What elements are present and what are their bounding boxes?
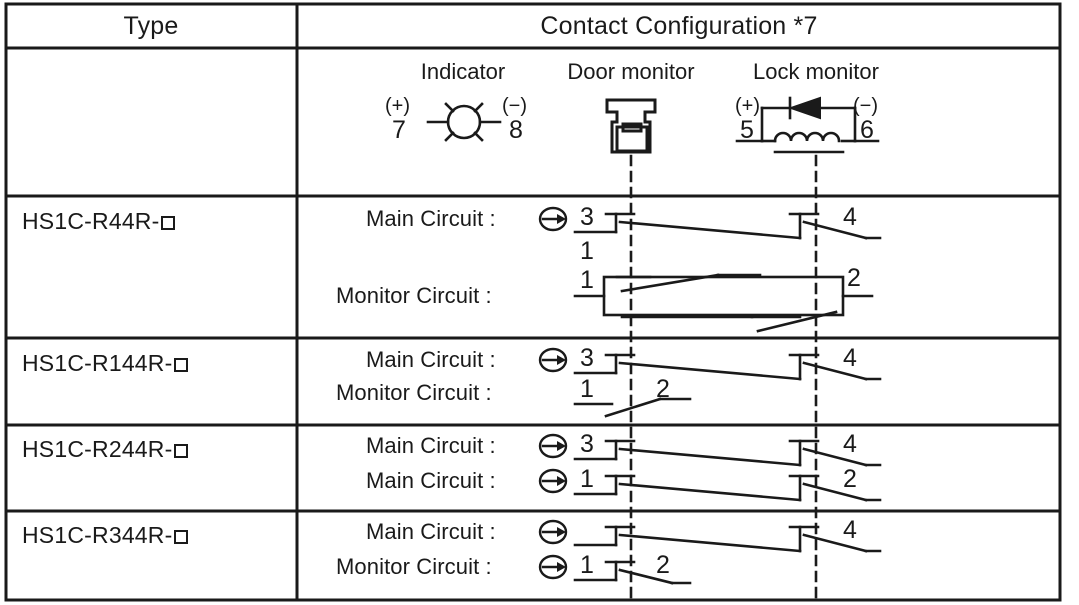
row3-main-circuit-label-1: Main Circuit :: [366, 433, 496, 458]
row1-main-circuit-contact: [573, 212, 882, 240]
type-model-label: HS1C-R344R-: [22, 522, 173, 548]
column-header-contact-configuration: Contact Configuration *7: [540, 12, 818, 40]
lock-monitor-plus-polarity: (+): [735, 95, 760, 117]
indicator-terminal-8: 8: [509, 116, 523, 144]
type-variant-box-icon: [174, 530, 189, 544]
table-grid: [4, 2, 1062, 602]
table-row: HS1C-R344R-: [22, 522, 189, 548]
row2-main-circuit-label: Main Circuit :: [366, 347, 496, 372]
row4-main-right-terminal: 4: [843, 516, 857, 544]
row2-monitor-circuit-label: Monitor Circuit :: [336, 380, 492, 405]
diode-triangle-icon: [787, 96, 821, 120]
direct-opening-action-icon: [538, 519, 568, 545]
row1-monitor-right-terminal: 2: [847, 264, 861, 292]
direct-opening-action-icon: [538, 554, 568, 580]
table-row: HS1C-R44R-: [22, 208, 176, 234]
row3-main-circuit-contact-1: [573, 439, 882, 467]
symbol-label-lock-monitor: Lock monitor: [753, 59, 879, 84]
indicator-plus-polarity: (+): [385, 95, 410, 117]
door-actuator-icon: [605, 98, 657, 154]
row1-main-left-terminal-alt: 1: [580, 237, 594, 265]
table-row: HS1C-R244R-: [22, 436, 189, 462]
row3-main-right-terminal-1: 4: [843, 430, 857, 458]
row1-monitor-left-terminal: 1: [580, 266, 594, 294]
direct-opening-action-icon: [538, 206, 568, 232]
type-model-label: HS1C-R244R-: [22, 436, 173, 462]
type-model-label: HS1C-R44R-: [22, 208, 160, 234]
indicator-minus-polarity: (−): [502, 95, 527, 117]
row4-main-circuit-label: Main Circuit :: [366, 519, 496, 544]
row4-monitor-circuit-label: Monitor Circuit :: [336, 554, 492, 579]
row2-monitor-right-terminal: 2: [656, 375, 670, 403]
column-header-type: Type: [123, 12, 179, 40]
lock-monitor-terminal-5: 5: [740, 116, 754, 144]
direct-opening-action-icon: [538, 433, 568, 459]
coil-windings-icon: [773, 131, 841, 143]
row4-monitor-left-terminal: 1: [580, 551, 594, 579]
direct-opening-action-icon: [538, 468, 568, 494]
row1-monitor-circuit-label: Monitor Circuit :: [336, 283, 492, 308]
row2-main-right-terminal: 4: [843, 344, 857, 372]
row1-monitor-circuit-contact: [573, 273, 874, 333]
row2-monitor-circuit-contact: [573, 397, 692, 418]
solenoid-coil-diode-icon: [735, 96, 880, 154]
row2-main-left-terminal: 3: [580, 344, 594, 372]
type-model-label: HS1C-R144R-: [22, 350, 173, 376]
row3-main-circuit-contact-2: [573, 474, 882, 502]
indicator-terminal-7: 7: [392, 116, 406, 144]
type-variant-box-icon: [174, 444, 189, 458]
row4-main-circuit-contact: [573, 525, 882, 553]
row3-main-circuit-label-2: Main Circuit :: [366, 468, 496, 493]
symbol-label-indicator: Indicator: [420, 59, 506, 84]
row4-monitor-circuit-contact: [573, 560, 692, 585]
symbol-label-door-monitor: Door monitor: [567, 59, 695, 84]
row3-main-left-terminal-1: 3: [580, 430, 594, 458]
type-variant-box-icon: [174, 358, 189, 372]
indicator-lamp-icon: [426, 102, 502, 142]
type-variant-box-icon: [161, 216, 176, 230]
row2-monitor-left-terminal: 1: [580, 375, 594, 403]
row4-monitor-right-terminal: 2: [656, 551, 670, 579]
direct-opening-action-icon: [538, 347, 568, 373]
row1-main-left-terminal: 3: [580, 203, 594, 231]
row1-main-circuit-label: Main Circuit :: [366, 206, 496, 231]
row3-main-right-terminal-2: 2: [843, 465, 857, 493]
table-row: HS1C-R144R-: [22, 350, 189, 376]
row3-main-left-terminal-2: 1: [580, 465, 594, 493]
row2-main-circuit-contact: [573, 353, 882, 381]
row1-main-right-terminal: 4: [843, 203, 857, 231]
lock-monitor-minus-polarity: (−): [853, 95, 878, 117]
direct-opening-action-icons: [538, 206, 568, 580]
lock-monitor-terminal-6: 6: [860, 116, 874, 144]
